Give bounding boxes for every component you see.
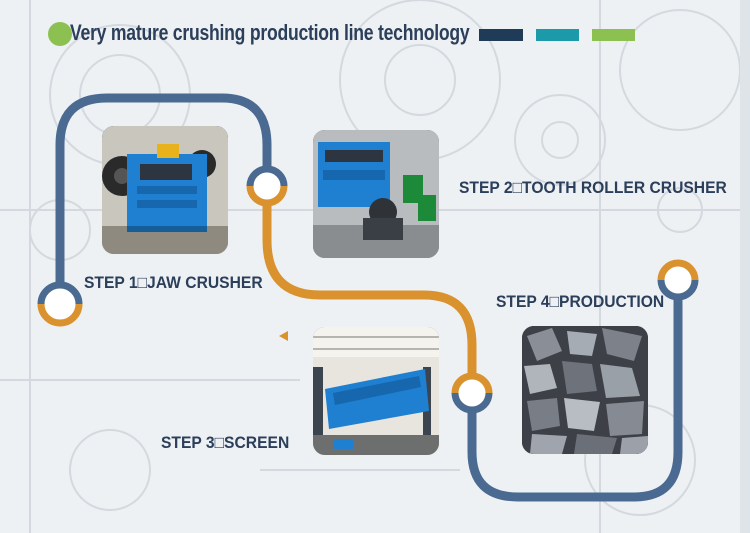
step-4-label: STEP 4□PRODUCTION — [496, 292, 665, 311]
path-segment-orange — [262, 186, 477, 393]
path-node-1 — [37, 281, 83, 327]
jaw-crusher-photo — [102, 126, 228, 254]
step-2-label: STEP 2□TOOTH ROLLER CRUSHER — [459, 178, 727, 197]
tooth-roller-crusher-photo — [313, 130, 439, 258]
accent-bar-teal — [536, 29, 579, 41]
path-segment-blue-2 — [467, 280, 683, 502]
title-dot-icon — [48, 22, 72, 46]
accent-bar-dark — [479, 29, 523, 41]
path-node-2 — [246, 165, 288, 207]
path-node-4 — [657, 259, 699, 301]
path-segment-blue-1 — [55, 93, 272, 309]
screen-photo — [313, 327, 439, 455]
page-title: Very mature crushing production line tec… — [70, 20, 470, 45]
step-1-label: STEP 1□JAW CRUSHER — [84, 273, 263, 292]
accent-bar-green — [592, 29, 635, 41]
path-node-3 — [451, 372, 493, 414]
production-stones-photo — [522, 326, 648, 454]
step-3-label: STEP 3□SCREEN — [161, 433, 290, 452]
arrow-icon — [279, 331, 288, 341]
